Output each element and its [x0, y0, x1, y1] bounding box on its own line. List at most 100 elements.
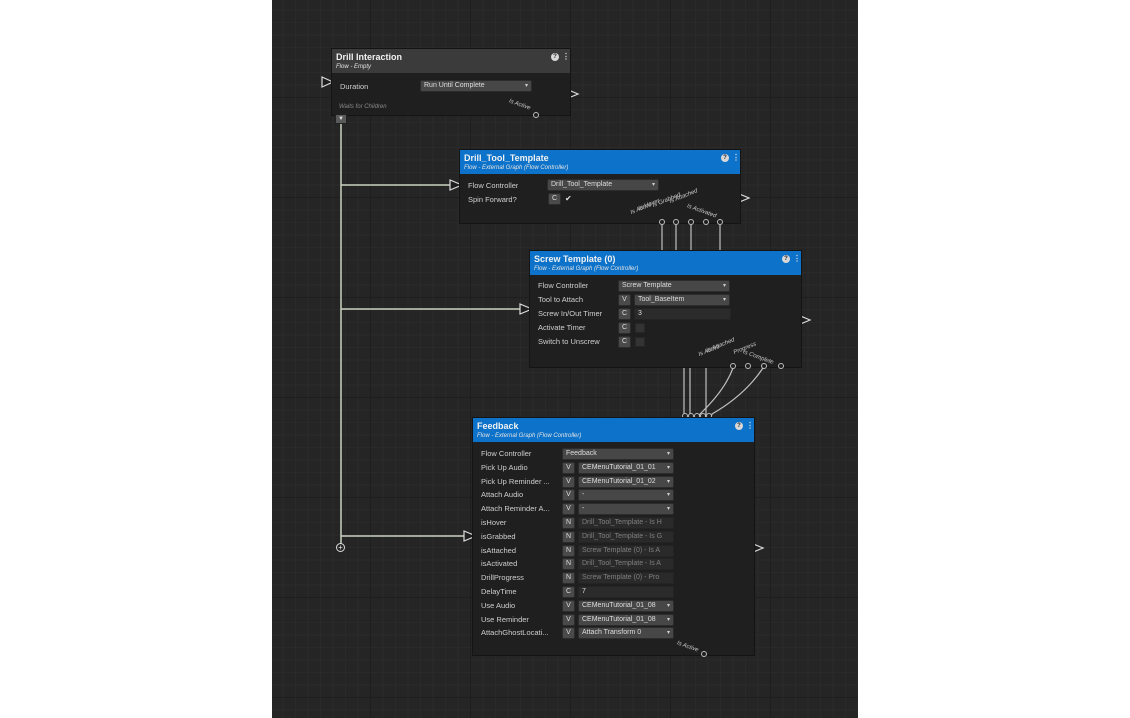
- screw-port-is-attached[interactable]: [745, 363, 751, 369]
- feedback-attach-audio-label: Attach Audio: [481, 490, 524, 500]
- screw-port-progress[interactable]: [761, 363, 767, 369]
- feedback-attachghostlocati-mode-badge[interactable]: V: [562, 627, 575, 640]
- feedback-use-audio-dropdown[interactable]: CEMenuTutorial_01_08▾: [578, 599, 674, 612]
- feedback-attach-reminder-a-dropdown[interactable]: -▾: [578, 503, 674, 516]
- drill-port-is-hover[interactable]: [673, 219, 679, 225]
- drill-interaction-header[interactable]: Drill Interaction Flow - Empty ? ⋮: [332, 49, 570, 73]
- spin-forward-mode-badge[interactable]: C: [548, 193, 561, 205]
- drill-interaction-node[interactable]: Drill Interaction Flow - Empty ? ⋮ Durat…: [332, 49, 570, 115]
- feedback-flow-controller-dropdown[interactable]: Feedback▾: [562, 448, 674, 460]
- feedback-isgrabbed-input[interactable]: Drill_Tool_Template - Is G: [578, 530, 674, 543]
- chevron-down-icon: ▾: [666, 602, 670, 609]
- feedback-isactivated-input[interactable]: Drill_Tool_Template - Is A: [578, 558, 674, 571]
- switch-to-unscrew-mode-badge[interactable]: C: [618, 336, 631, 348]
- drill-interaction-is-active-port[interactable]: [533, 112, 539, 118]
- feedback-node[interactable]: Feedback Flow - External Graph (Flow Con…: [473, 418, 754, 655]
- node-menu-icon[interactable]: ⋮: [732, 153, 740, 162]
- screw-timer-mode-badge[interactable]: C: [618, 308, 631, 320]
- spin-forward-checkbox[interactable]: ✔: [565, 194, 572, 203]
- activate-timer-mode-badge[interactable]: C: [618, 322, 631, 334]
- switch-to-unscrew-checkbox[interactable]: [635, 337, 645, 347]
- feedback-pick-up-reminder-mode-badge[interactable]: V: [562, 475, 575, 488]
- feedback-isattached-mode-badge[interactable]: N: [562, 544, 575, 557]
- feedback-delaytime-mode-badge[interactable]: C: [562, 586, 575, 598]
- feedback-attach-audio-mode-badge[interactable]: V: [562, 489, 575, 502]
- node-title: Screw Template (0): [534, 254, 616, 264]
- feedback-pick-up-reminder-dropdown[interactable]: CEMenuTutorial_01_02▾: [578, 475, 674, 488]
- spin-forward-label: Spin Forward?: [468, 195, 517, 204]
- node-subtitle: Flow - External Graph (Flow Controller): [534, 266, 639, 272]
- feedback-input-arrow: [463, 530, 478, 542]
- node-title: Feedback: [477, 421, 519, 431]
- feedback-isgrabbed-mode-badge[interactable]: N: [562, 530, 575, 543]
- feedback-isactivated-mode-badge[interactable]: N: [562, 558, 575, 571]
- drill-port-is-attached[interactable]: [703, 219, 709, 225]
- flow-controller-value: Drill_Tool_Template: [551, 181, 613, 188]
- feedback-ishover-input[interactable]: Drill_Tool_Template - Is H: [578, 517, 674, 529]
- feedback-ishover-mode-badge[interactable]: N: [562, 517, 575, 529]
- feedback-attach-reminder-a-mode-badge[interactable]: V: [562, 503, 575, 516]
- feedback-header[interactable]: Feedback Flow - External Graph (Flow Con…: [473, 418, 754, 442]
- feedback-delaytime-label: DelayTime: [481, 587, 517, 596]
- feedback-attachghostlocati-dropdown[interactable]: Attach Transform 0▾: [578, 627, 674, 640]
- node-menu-icon[interactable]: ⋮: [746, 421, 754, 430]
- feedback-pick-up-reminder-label: Pick Up Reminder ...: [481, 476, 550, 486]
- node-menu-icon[interactable]: ⋮: [793, 254, 801, 263]
- feedback-delaytime-value: 7: [582, 588, 586, 595]
- flow-controller-dropdown[interactable]: Screw Template ▾: [618, 280, 730, 292]
- feedback-delaytime-input[interactable]: 7: [578, 586, 674, 598]
- drill-tool-header[interactable]: Drill_Tool_Template Flow - External Grap…: [460, 150, 740, 174]
- add-child-button[interactable]: +: [336, 543, 345, 552]
- feedback-isattached-input[interactable]: Screw Template (0) - Is A: [578, 544, 674, 557]
- feedback-use-audio-mode-badge[interactable]: V: [562, 599, 575, 612]
- chevron-down-icon: ▾: [651, 182, 655, 188]
- tool-to-attach-mode-badge[interactable]: V: [618, 294, 631, 306]
- chevron-down-icon: ▾: [666, 451, 670, 457]
- feedback-drillprogress-mode-badge[interactable]: N: [562, 572, 575, 585]
- drill-port-is-activated[interactable]: [717, 219, 723, 225]
- drill-port-is-grabbed[interactable]: [688, 219, 694, 225]
- feedback-drillprogress-label: DrillProgress: [481, 573, 524, 583]
- children-port-tab[interactable]: ▼: [335, 114, 347, 124]
- activate-timer-checkbox[interactable]: [635, 323, 645, 333]
- chevron-down-icon: ▾: [722, 283, 726, 289]
- feedback-attach-audio-dropdown[interactable]: -▾: [578, 489, 674, 502]
- screw-template-node[interactable]: Screw Template (0) Flow - External Graph…: [530, 251, 801, 367]
- feedback-pick-up-audio-mode-badge[interactable]: V: [562, 461, 575, 474]
- feedback-use-reminder-dropdown[interactable]: CEMenuTutorial_01_08▾: [578, 613, 674, 626]
- flow-controller-dropdown[interactable]: Drill_Tool_Template ▾: [547, 179, 659, 191]
- feedback-attachghostlocati-label: AttachGhostLocati...: [481, 628, 549, 638]
- node-menu-icon[interactable]: ⋮: [562, 52, 570, 61]
- switch-to-unscrew-label: Switch to Unscrew: [538, 337, 600, 346]
- chevron-down-icon: ▾: [666, 506, 670, 513]
- help-icon[interactable]: ?: [551, 53, 559, 61]
- feedback-pick-up-audio-dropdown[interactable]: CEMenuTutorial_01_01▾: [578, 461, 674, 474]
- help-icon[interactable]: ?: [782, 255, 790, 263]
- feedback-ishover-value: Drill_Tool_Template - Is H: [582, 519, 662, 526]
- screw-template-header[interactable]: Screw Template (0) Flow - External Graph…: [530, 251, 801, 275]
- duration-dropdown[interactable]: Run Until Complete ▾: [420, 80, 532, 92]
- feedback-use-audio-label: Use Audio: [481, 600, 516, 610]
- feedback-use-reminder-label: Use Reminder: [481, 614, 529, 624]
- screw-port-is-active[interactable]: [730, 363, 736, 369]
- feedback-drillprogress-input[interactable]: Screw Template (0) - Pro: [578, 572, 674, 585]
- flow-controller-value: Screw Template: [622, 282, 672, 289]
- screw-input-arrow: [519, 303, 534, 315]
- tool-to-attach-dropdown[interactable]: Tool_BaseItem ▾: [634, 294, 730, 306]
- drill-interaction-input-arrow: [321, 76, 335, 88]
- feedback-drillprogress-value: Screw Template (0) - Pro: [582, 574, 660, 582]
- drill-tool-template-node[interactable]: Drill_Tool_Template Flow - External Grap…: [460, 150, 740, 223]
- help-icon[interactable]: ?: [735, 422, 743, 430]
- drill-tool-input-arrow: [449, 179, 464, 191]
- screw-port-is-complete[interactable]: [778, 363, 784, 369]
- node-subtitle: Flow - External Graph (Flow Controller): [464, 165, 569, 171]
- feedback-attach-audio-value: -: [582, 491, 585, 499]
- help-icon[interactable]: ?: [721, 154, 729, 162]
- feedback-flow-controller-label: Flow Controller: [481, 449, 532, 458]
- waits-for-children-note: Waits for Children: [339, 104, 387, 110]
- drill-port-is-active[interactable]: [659, 219, 665, 225]
- feedback-is-active-port[interactable]: [701, 651, 707, 657]
- node-title: Drill_Tool_Template: [464, 153, 549, 163]
- feedback-use-reminder-mode-badge[interactable]: V: [562, 613, 575, 626]
- screw-timer-input[interactable]: 3: [634, 308, 731, 320]
